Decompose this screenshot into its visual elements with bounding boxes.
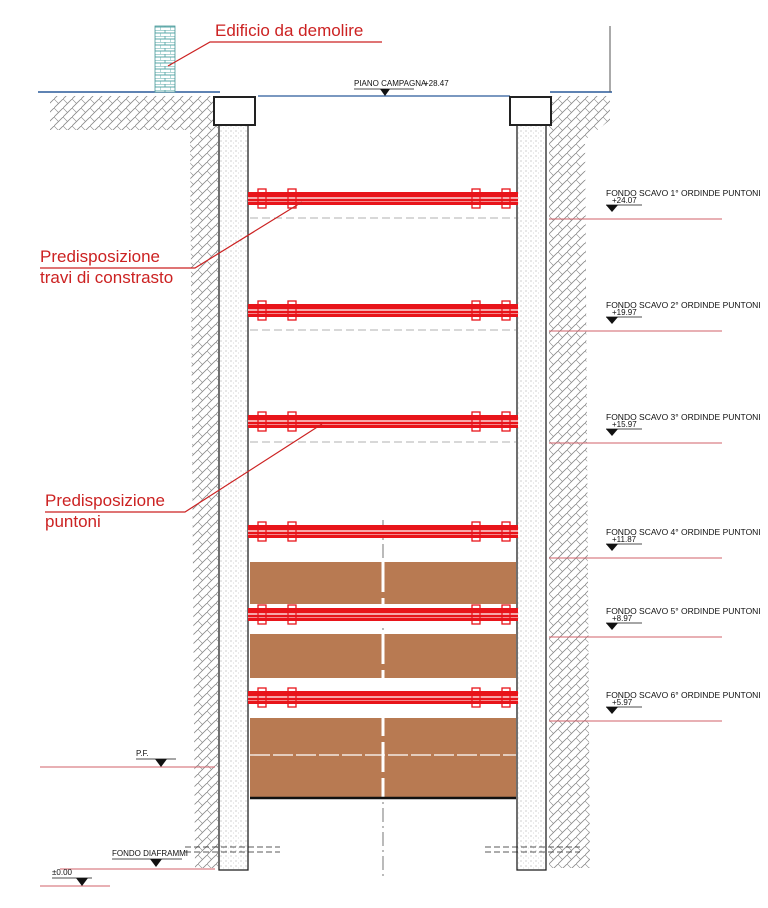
level-label: FONDO SCAVO 6° ORDINDE PUNTONI	[606, 690, 761, 700]
struts	[248, 188, 518, 708]
diaphragm-wall-left	[213, 96, 256, 871]
callout-struts-line2: puntoni	[45, 512, 101, 531]
level-elevation: +19.97	[612, 308, 637, 317]
level-marker-4: FONDO SCAVO 4° ORDINDE PUNTONI+11.87	[549, 527, 761, 559]
ground-label: PIANO CAMPAGNA	[354, 79, 427, 88]
level-marker-3: FONDO SCAVO 3° ORDINDE PUNTONI+15.97	[549, 412, 761, 444]
strut-6	[248, 687, 518, 708]
level-markers: FONDO SCAVO 1° ORDINDE PUNTONI+24.07FOND…	[549, 188, 761, 722]
level-marker-5: FONDO SCAVO 5° ORDINDE PUNTONI+8.97	[549, 606, 761, 638]
strut-4	[248, 521, 518, 542]
strut-2	[248, 300, 518, 321]
callout-beams-line2: travi di constrasto	[40, 268, 173, 287]
wall-base-marker: FONDO DIAFRAMMI	[60, 849, 215, 870]
level-elevation: +5.97	[612, 698, 633, 707]
callout-struts: Predisposizione puntoni	[45, 423, 323, 531]
building-to-demolish	[154, 25, 176, 93]
callout-beams: Predisposizione travi di constrasto	[40, 201, 303, 287]
level-elevation: +11.87	[612, 535, 637, 544]
level-label: FONDO SCAVO 2° ORDINDE PUNTONI	[606, 300, 761, 310]
wall-base-label: FONDO DIAFRAMMI	[112, 849, 188, 858]
excavation-dashed-lines	[250, 217, 516, 443]
wall-base-breaks	[185, 846, 580, 853]
diaphragm-wall-right	[509, 96, 552, 871]
level-label: FONDO SCAVO 1° ORDINDE PUNTONI	[606, 188, 761, 198]
soil-left	[50, 96, 218, 868]
pf-label: P.F.	[136, 749, 149, 758]
callout-struts-line1: Predisposizione	[45, 491, 165, 510]
strut-5	[248, 604, 518, 625]
callout-beams-line1: Predisposizione	[40, 247, 160, 266]
callout-building-text: Edificio da demolire	[215, 21, 363, 40]
callout-building: Edificio da demolire	[167, 21, 382, 67]
level-marker-1: FONDO SCAVO 1° ORDINDE PUNTONI+24.07	[549, 188, 761, 220]
ground-line	[38, 26, 612, 97]
level-marker-6: FONDO SCAVO 6° ORDINDE PUNTONI+5.97	[549, 690, 761, 722]
ground-elevation: +28.47	[424, 79, 449, 88]
strut-1	[248, 188, 518, 209]
datum-label: ±0.00	[52, 868, 73, 877]
pf-marker: P.F.	[40, 749, 215, 768]
level-marker-2: FONDO SCAVO 2° ORDINDE PUNTONI+19.97	[549, 300, 761, 332]
strut-3	[248, 411, 518, 432]
fill-blocks	[250, 562, 516, 800]
level-elevation: +8.97	[612, 614, 633, 623]
ground-elevation-marker: PIANO CAMPAGNA +28.47	[354, 79, 449, 96]
datum-marker: ±0.00	[40, 868, 110, 887]
soil-right	[549, 96, 610, 868]
level-label: FONDO SCAVO 3° ORDINDE PUNTONI	[606, 412, 761, 422]
level-label: FONDO SCAVO 4° ORDINDE PUNTONI	[606, 527, 761, 537]
level-label: FONDO SCAVO 5° ORDINDE PUNTONI	[606, 606, 761, 616]
level-elevation: +15.97	[612, 420, 637, 429]
level-elevation: +24.07	[612, 196, 637, 205]
